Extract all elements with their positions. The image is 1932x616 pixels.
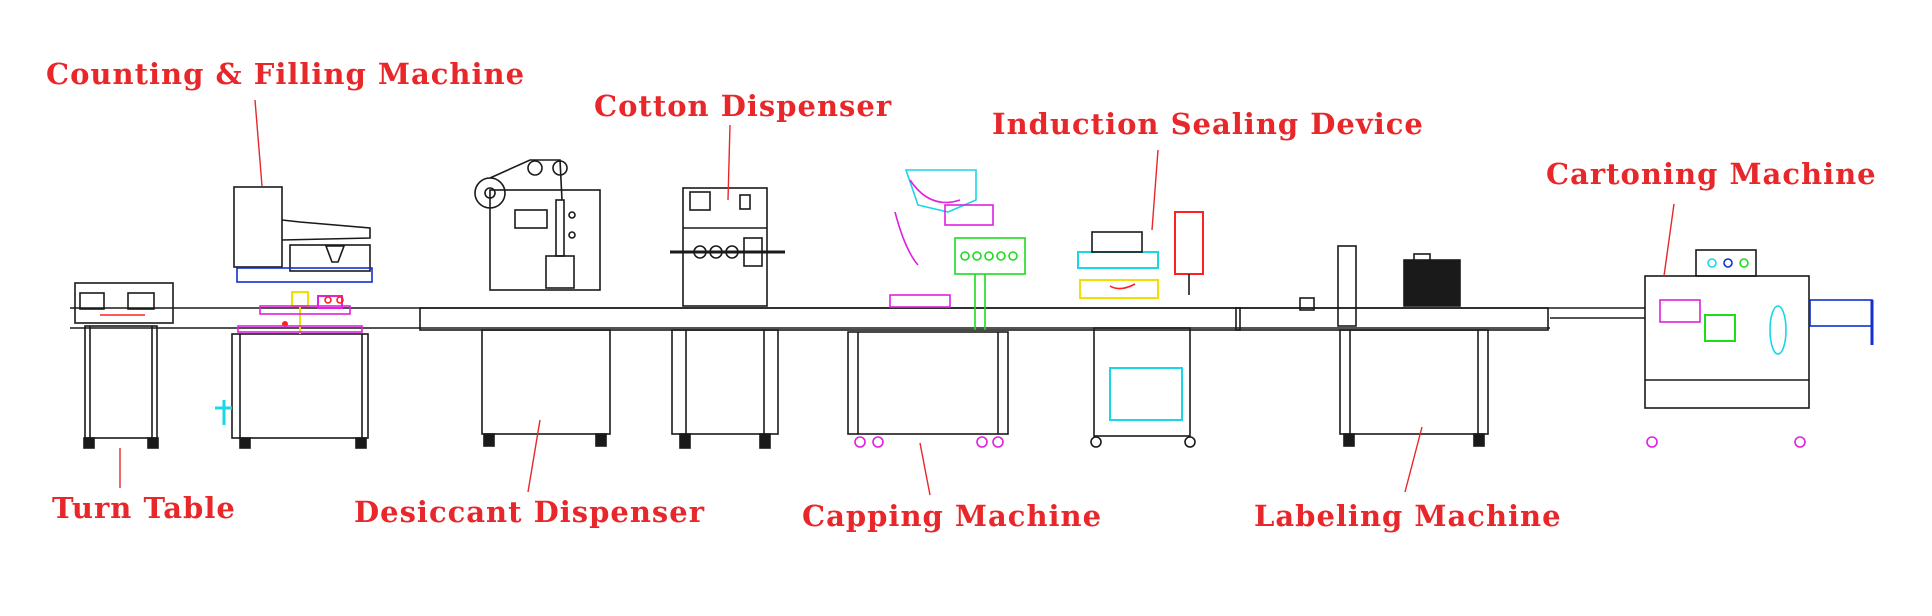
labeling-machine [1299,245,1489,447]
desiccant-dispenser-machine [474,159,611,447]
label-cotton-dispenser: Cotton Dispenser [594,89,893,123]
label-turn-table: Turn Table [52,491,236,525]
label-induction-sealing-device: Induction Sealing Device [992,107,1424,141]
induction-sealing-machine [1077,211,1204,448]
label-desiccant-dispenser: Desiccant Dispenser [354,495,705,529]
cartoning-machine [1644,249,1874,448]
leader-lines [119,99,1675,496]
counting-filling-machine [215,186,373,449]
label-labeling-machine: Labeling Machine [1254,499,1562,533]
label-cartoning-machine: Cartoning Machine [1546,157,1877,191]
label-capping-machine: Capping Machine [802,499,1103,533]
cotton-dispenser-machine [670,187,785,449]
capping-machine [847,169,1026,448]
label-counting-filling-machine: Counting & Filling Machine [46,57,526,91]
turn-table-machine [74,282,174,449]
